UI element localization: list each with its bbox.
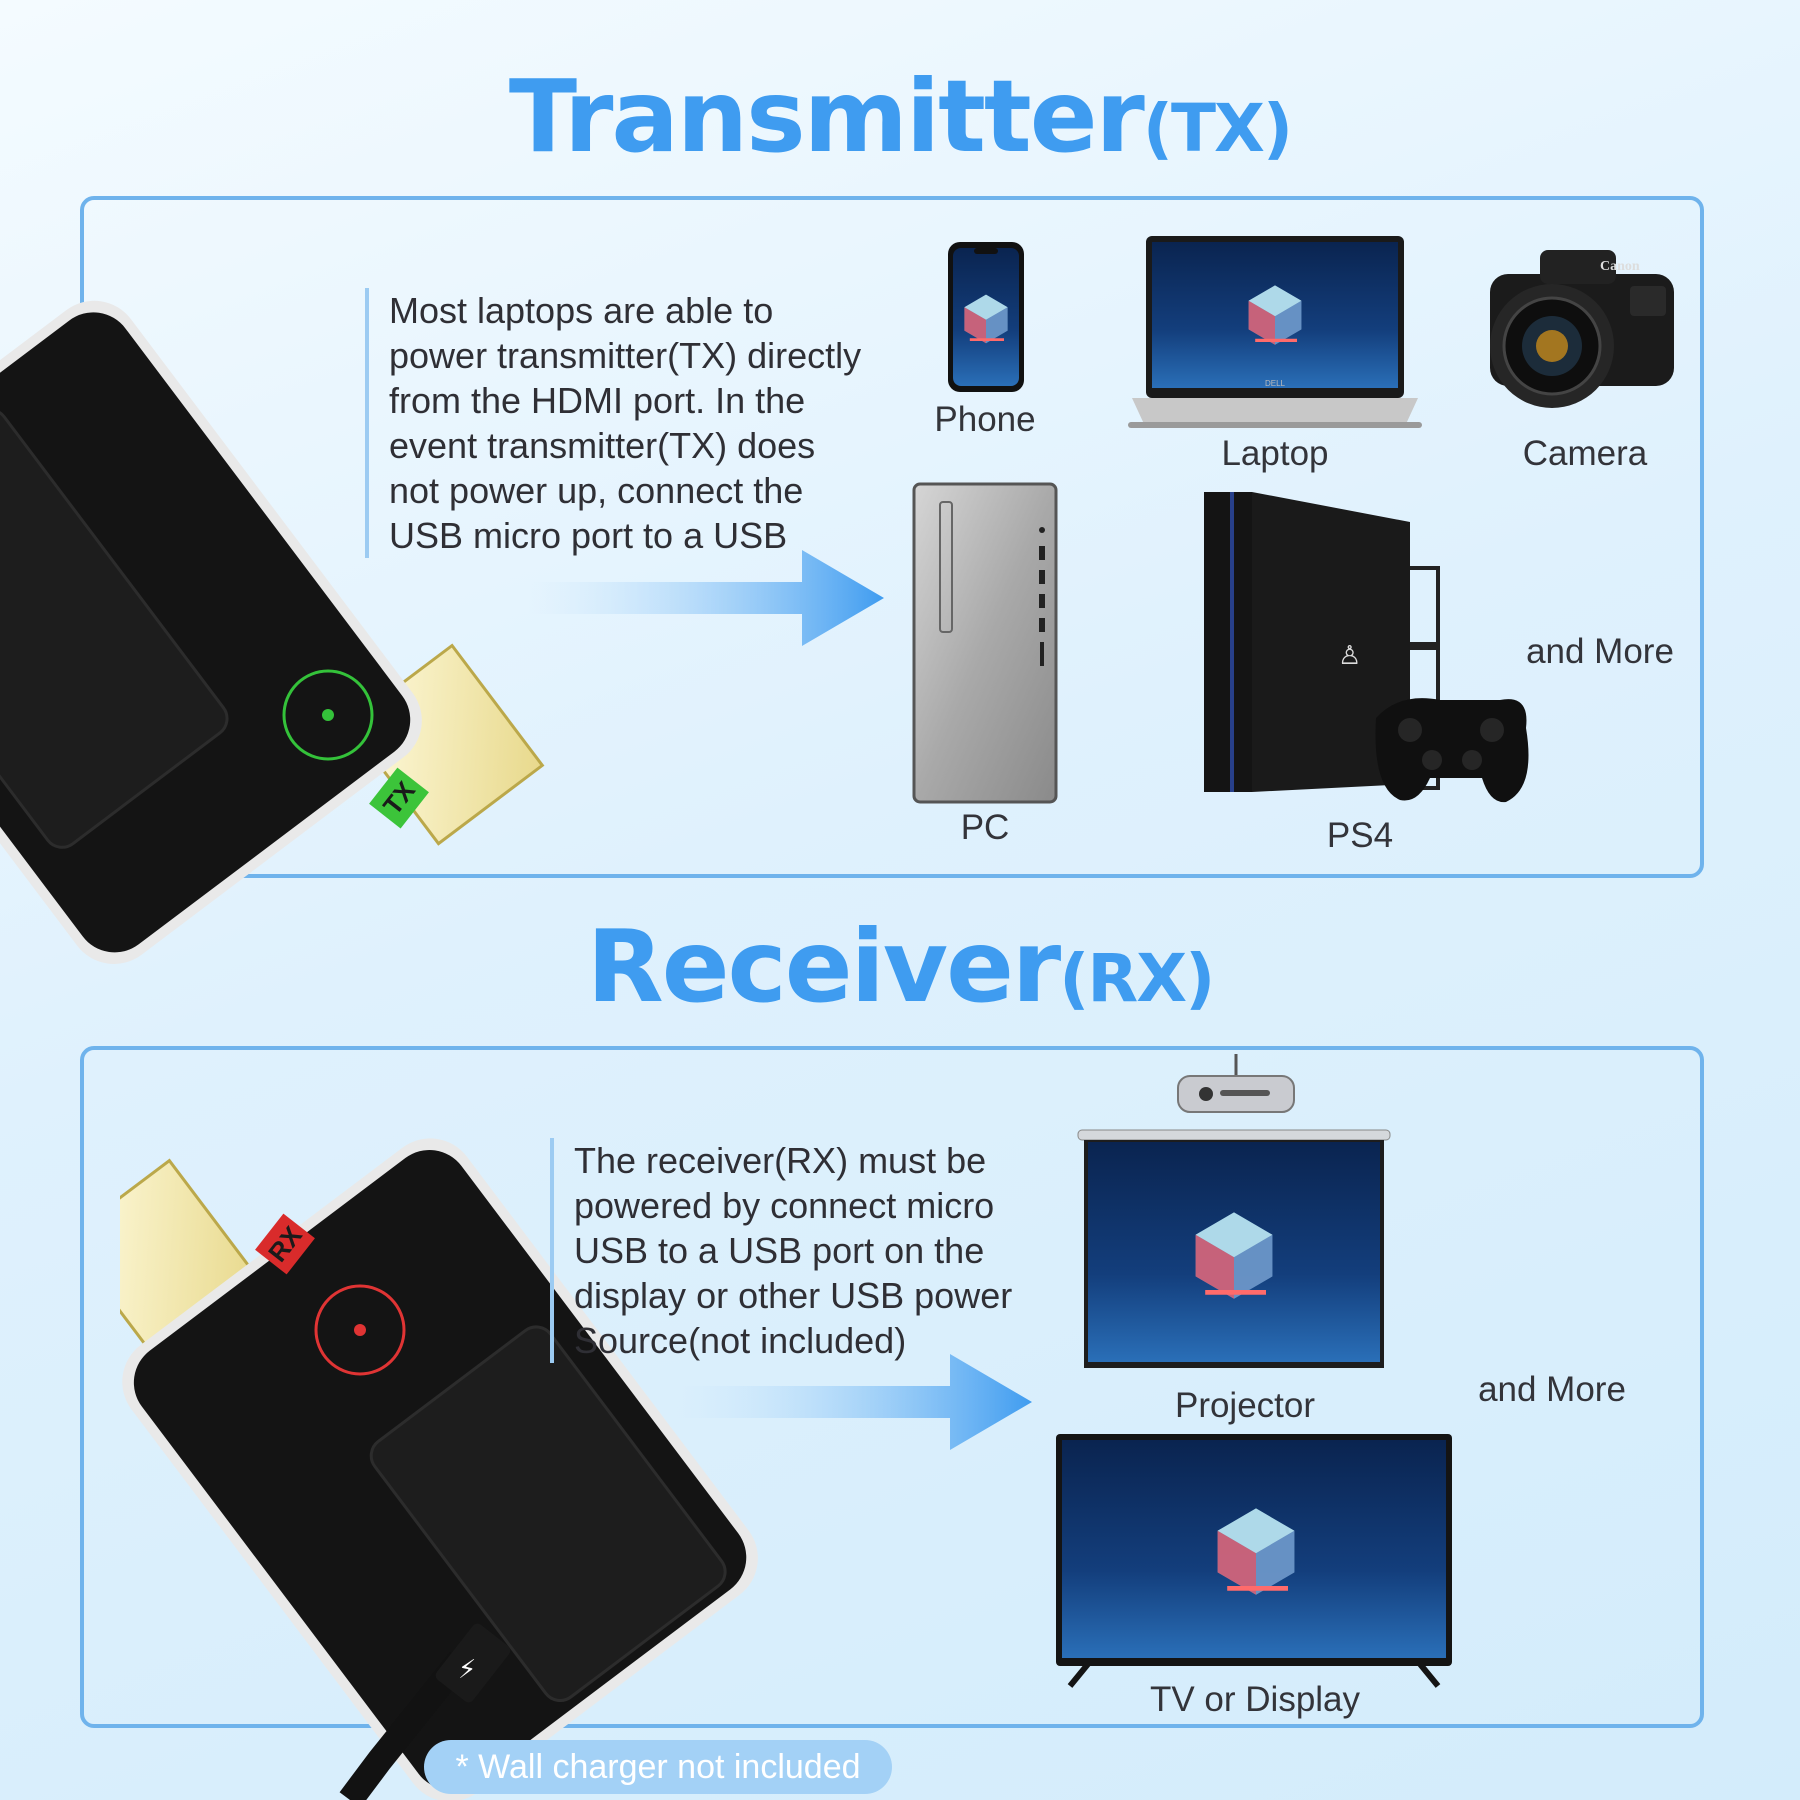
- receiver-heading-main: Receiver: [586, 908, 1062, 1025]
- transmitter-heading: Transmitter(TX): [0, 58, 1800, 175]
- rx-led-ring: [314, 1284, 406, 1376]
- laptop-label: Laptop: [1221, 434, 1329, 473]
- projector-label: Projector: [1174, 1386, 1316, 1425]
- tx-dongle: [0, 300, 545, 964]
- camera-image: Canon: [1490, 250, 1674, 408]
- ps4-image: ♙: [1204, 492, 1529, 803]
- tv-image: [1056, 1434, 1452, 1688]
- lightning-icon: ⚡: [458, 1655, 476, 1685]
- camera-label: Camera: [1522, 434, 1648, 473]
- pc-label: PC: [960, 808, 1010, 847]
- projector-image: [1077, 1054, 1391, 1368]
- transmitter-heading-suffix: (TX): [1142, 90, 1293, 167]
- pc-image: [912, 482, 1058, 804]
- camera-brand: Canon: [1600, 259, 1640, 274]
- tx-led-ring: [282, 669, 374, 761]
- tx-led: [322, 709, 334, 721]
- transmitter-description: Most laptops are able to power transmitt…: [365, 288, 929, 558]
- transmitter-heading-main: Transmitter: [508, 58, 1145, 175]
- receiver-arrow: [676, 1354, 1032, 1450]
- receiver-description: The receiver(RX) must be powered by conn…: [550, 1138, 1084, 1363]
- receiver-heading: Receiver(RX): [0, 908, 1800, 1025]
- transmitter-arrow: [528, 550, 884, 646]
- laptop-image: DELL: [1128, 236, 1422, 428]
- ps4-label: PS4: [1326, 816, 1394, 855]
- receiver-more-label: and More: [1478, 1370, 1626, 1409]
- receiver-panel: [80, 1046, 1704, 1728]
- footnote-badge: * Wall charger not included: [424, 1740, 892, 1794]
- svg-text:♙: ♙: [1338, 641, 1361, 671]
- laptop-brand: DELL: [1265, 379, 1286, 388]
- rx-dongle: ⚡: [120, 1138, 758, 1800]
- phone-label: Phone: [934, 400, 1036, 439]
- rx-led: [354, 1324, 366, 1336]
- tv-label: TV or Display: [1149, 1680, 1361, 1719]
- transmitter-more-label: and More: [1526, 632, 1674, 671]
- receiver-heading-suffix: (RX): [1059, 940, 1215, 1017]
- phone-image: [948, 242, 1024, 392]
